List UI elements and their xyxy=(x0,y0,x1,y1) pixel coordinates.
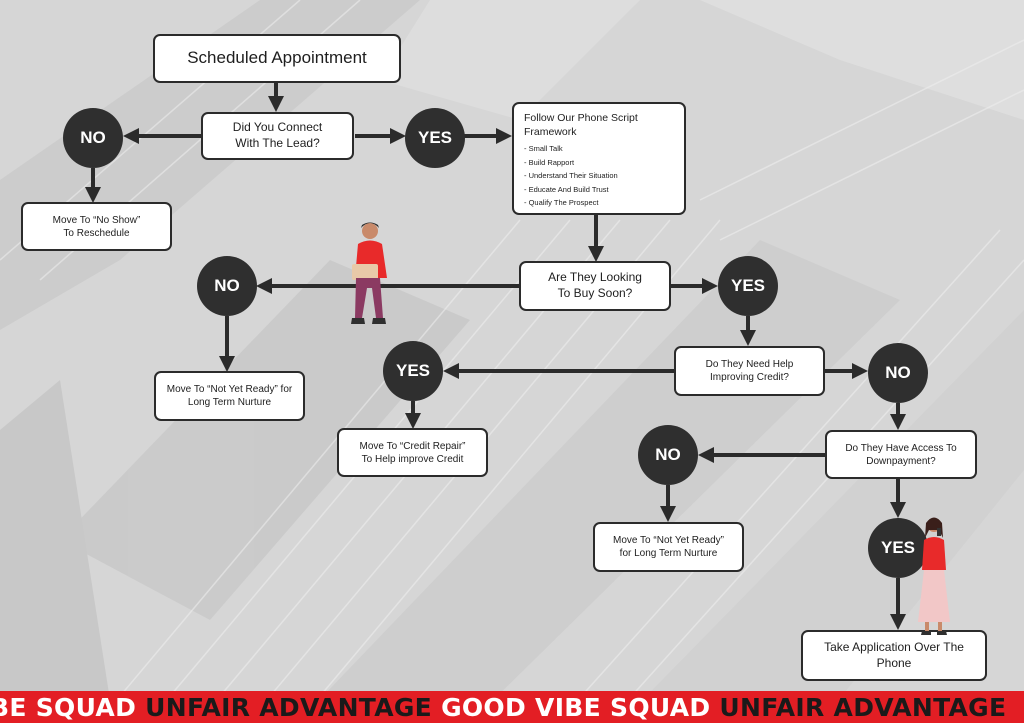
node-downpayment: Do They Have Access To Downpayment? xyxy=(825,430,977,479)
list-item: - Understand Their Situation xyxy=(524,171,618,181)
node-label: Did You Connect xyxy=(232,120,323,135)
node-scheduled-appointment: Scheduled Appointment xyxy=(153,34,401,83)
decision-no-credit: NO xyxy=(868,343,928,403)
list-item: - Educate And Build Trust xyxy=(524,184,609,194)
node-label: To Buy Soon? xyxy=(557,286,633,300)
node-label: Improving Credit? xyxy=(710,372,789,383)
decision-yes-credit: YES xyxy=(383,341,443,401)
decision-no-downpayment: NO xyxy=(638,425,698,485)
node-need-credit-help: Do They Need Help Improving Credit? xyxy=(674,346,825,396)
node-label: Take Application Over The xyxy=(824,639,964,654)
node-label: With The Lead? xyxy=(235,136,320,150)
node-label: Move To “Credit Repair” xyxy=(359,440,466,452)
script-title: Follow Our Phone Script Framework xyxy=(524,112,638,139)
banner-text: BE SQUAD UNFAIR ADVANTAGE GOOD VIBE SQUA… xyxy=(0,693,1006,722)
node-label: Long Term Nurture xyxy=(187,397,272,408)
man-with-laptop-illustration xyxy=(351,222,387,324)
node-label: Move To “Not Yet Ready” xyxy=(613,535,724,546)
script-title-line: Framework xyxy=(524,125,577,138)
decision-no-connect: NO xyxy=(63,108,123,168)
node-label: Move To “Not Yet Ready” for xyxy=(166,384,293,395)
node-label: Are They Looking xyxy=(548,270,642,285)
list-item: - Build Rapport xyxy=(524,157,575,167)
node-connect-with-lead: Did You Connect With The Lead? xyxy=(201,112,354,160)
node-not-yet-ready-1: Move To “Not Yet Ready” for Long Term Nu… xyxy=(154,371,305,421)
banner-segment: UNFAIR ADVANTAGE xyxy=(145,693,442,722)
node-label: Do They Have Access To xyxy=(845,442,957,454)
node-label: Scheduled Appointment xyxy=(187,48,367,68)
node-label: To Reschedule xyxy=(63,227,130,239)
banner-segment: UNFAIR ADVANTAGE xyxy=(719,693,1007,722)
node-label: for Long Term Nurture xyxy=(619,548,718,559)
woman-on-phone-illustration xyxy=(918,517,950,635)
node-buy-soon: Are They Looking To Buy Soon? xyxy=(519,261,671,311)
decision-yes-connect: YES xyxy=(405,108,465,168)
node-not-yet-ready-2: Move To “Not Yet Ready” for Long Term Nu… xyxy=(593,522,744,572)
node-label: Downpayment? xyxy=(866,455,936,467)
decision-yes-downpayment: YES xyxy=(868,518,928,578)
node-label: Phone xyxy=(876,655,912,670)
node-label: Move To “No Show” xyxy=(52,214,141,226)
banner-segment: BE SQUAD xyxy=(0,693,146,722)
script-title-line: Follow Our Phone Script xyxy=(524,112,638,124)
list-item: - Qualify The Prospect xyxy=(524,197,599,207)
list-item: - Small Talk xyxy=(524,144,563,154)
node-phone-script: Follow Our Phone Script Framework - Smal… xyxy=(512,102,686,215)
bottom-banner: BE SQUAD UNFAIR ADVANTAGE GOOD VIBE SQUA… xyxy=(0,691,1024,723)
node-take-application: Take Application Over The Phone xyxy=(801,630,987,681)
node-label: To Help improve Credit xyxy=(361,453,464,465)
banner-segment: GOOD VIBE SQUAD xyxy=(441,693,720,722)
script-steps-list: - Small Talk - Build Rapport - Understan… xyxy=(524,142,618,209)
decision-no-buy-soon: NO xyxy=(197,256,257,316)
node-label: Do They Need Help xyxy=(705,359,794,370)
decision-yes-buy-soon: YES xyxy=(718,256,778,316)
node-no-show: Move To “No Show” To Reschedule xyxy=(21,202,172,251)
node-credit-repair: Move To “Credit Repair” To Help improve … xyxy=(337,428,488,477)
